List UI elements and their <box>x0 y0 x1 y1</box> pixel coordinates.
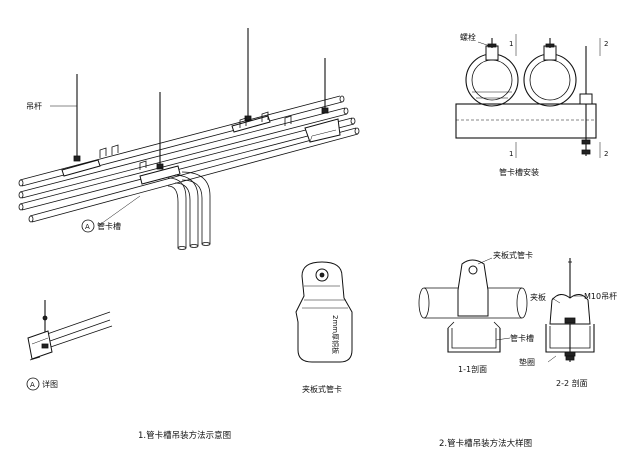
label-washer: 垫圈 <box>519 357 535 367</box>
drop-pipes <box>167 171 211 250</box>
section-2-2-drawing <box>545 258 595 363</box>
tray-install-drawing <box>455 34 601 158</box>
tray-channels <box>61 115 341 185</box>
section-mark-1-bottom: 1 <box>509 150 513 158</box>
section-mark-1-top: 1 <box>509 40 513 48</box>
label-rod: 吊杆 <box>26 101 42 111</box>
label-clamp-type-left: 夹板式管卡 <box>302 384 342 394</box>
section-1-1-drawing <box>418 257 528 353</box>
label-detail: 详图 <box>42 379 58 389</box>
label-tray-install: 管卡槽安装 <box>499 167 539 177</box>
section-mark-2-bottom: 2 <box>604 150 608 158</box>
label-section-1-1: 1-1剖面 <box>458 364 487 374</box>
label-tray: 管卡槽 <box>97 221 121 231</box>
label-m10-rod: M10吊杆 <box>584 291 617 301</box>
label-tray-right: 管卡槽 <box>510 333 534 343</box>
clamp-plate-stamp: 2mm厚铜板 <box>331 315 340 354</box>
detail-a-drawing <box>27 300 113 361</box>
label-section-2-2: 2-2 剖面 <box>556 378 588 388</box>
caption-fig1: 1.管卡槽吊装方法示意图 <box>138 430 231 441</box>
section-mark-2-top: 2 <box>604 40 608 48</box>
pipe-clamps <box>99 111 292 170</box>
callout-a-detail-letter: A <box>30 381 35 389</box>
isometric-pipe-assembly <box>18 28 360 250</box>
pipe-bundle <box>18 95 360 223</box>
callout-a-detail: A <box>26 377 40 391</box>
caption-fig2: 2.管卡槽吊装方法大样图 <box>439 438 532 449</box>
label-clamp-plate: 夹板 <box>530 292 546 302</box>
callout-a-main: A <box>81 219 95 233</box>
label-bolt: 螺栓 <box>460 32 476 42</box>
label-clamp-type-right: 夹板式管卡 <box>493 250 533 260</box>
clamp-plate-drawing: 2mm厚铜板 <box>295 261 353 363</box>
callout-a-letter: A <box>85 223 90 231</box>
